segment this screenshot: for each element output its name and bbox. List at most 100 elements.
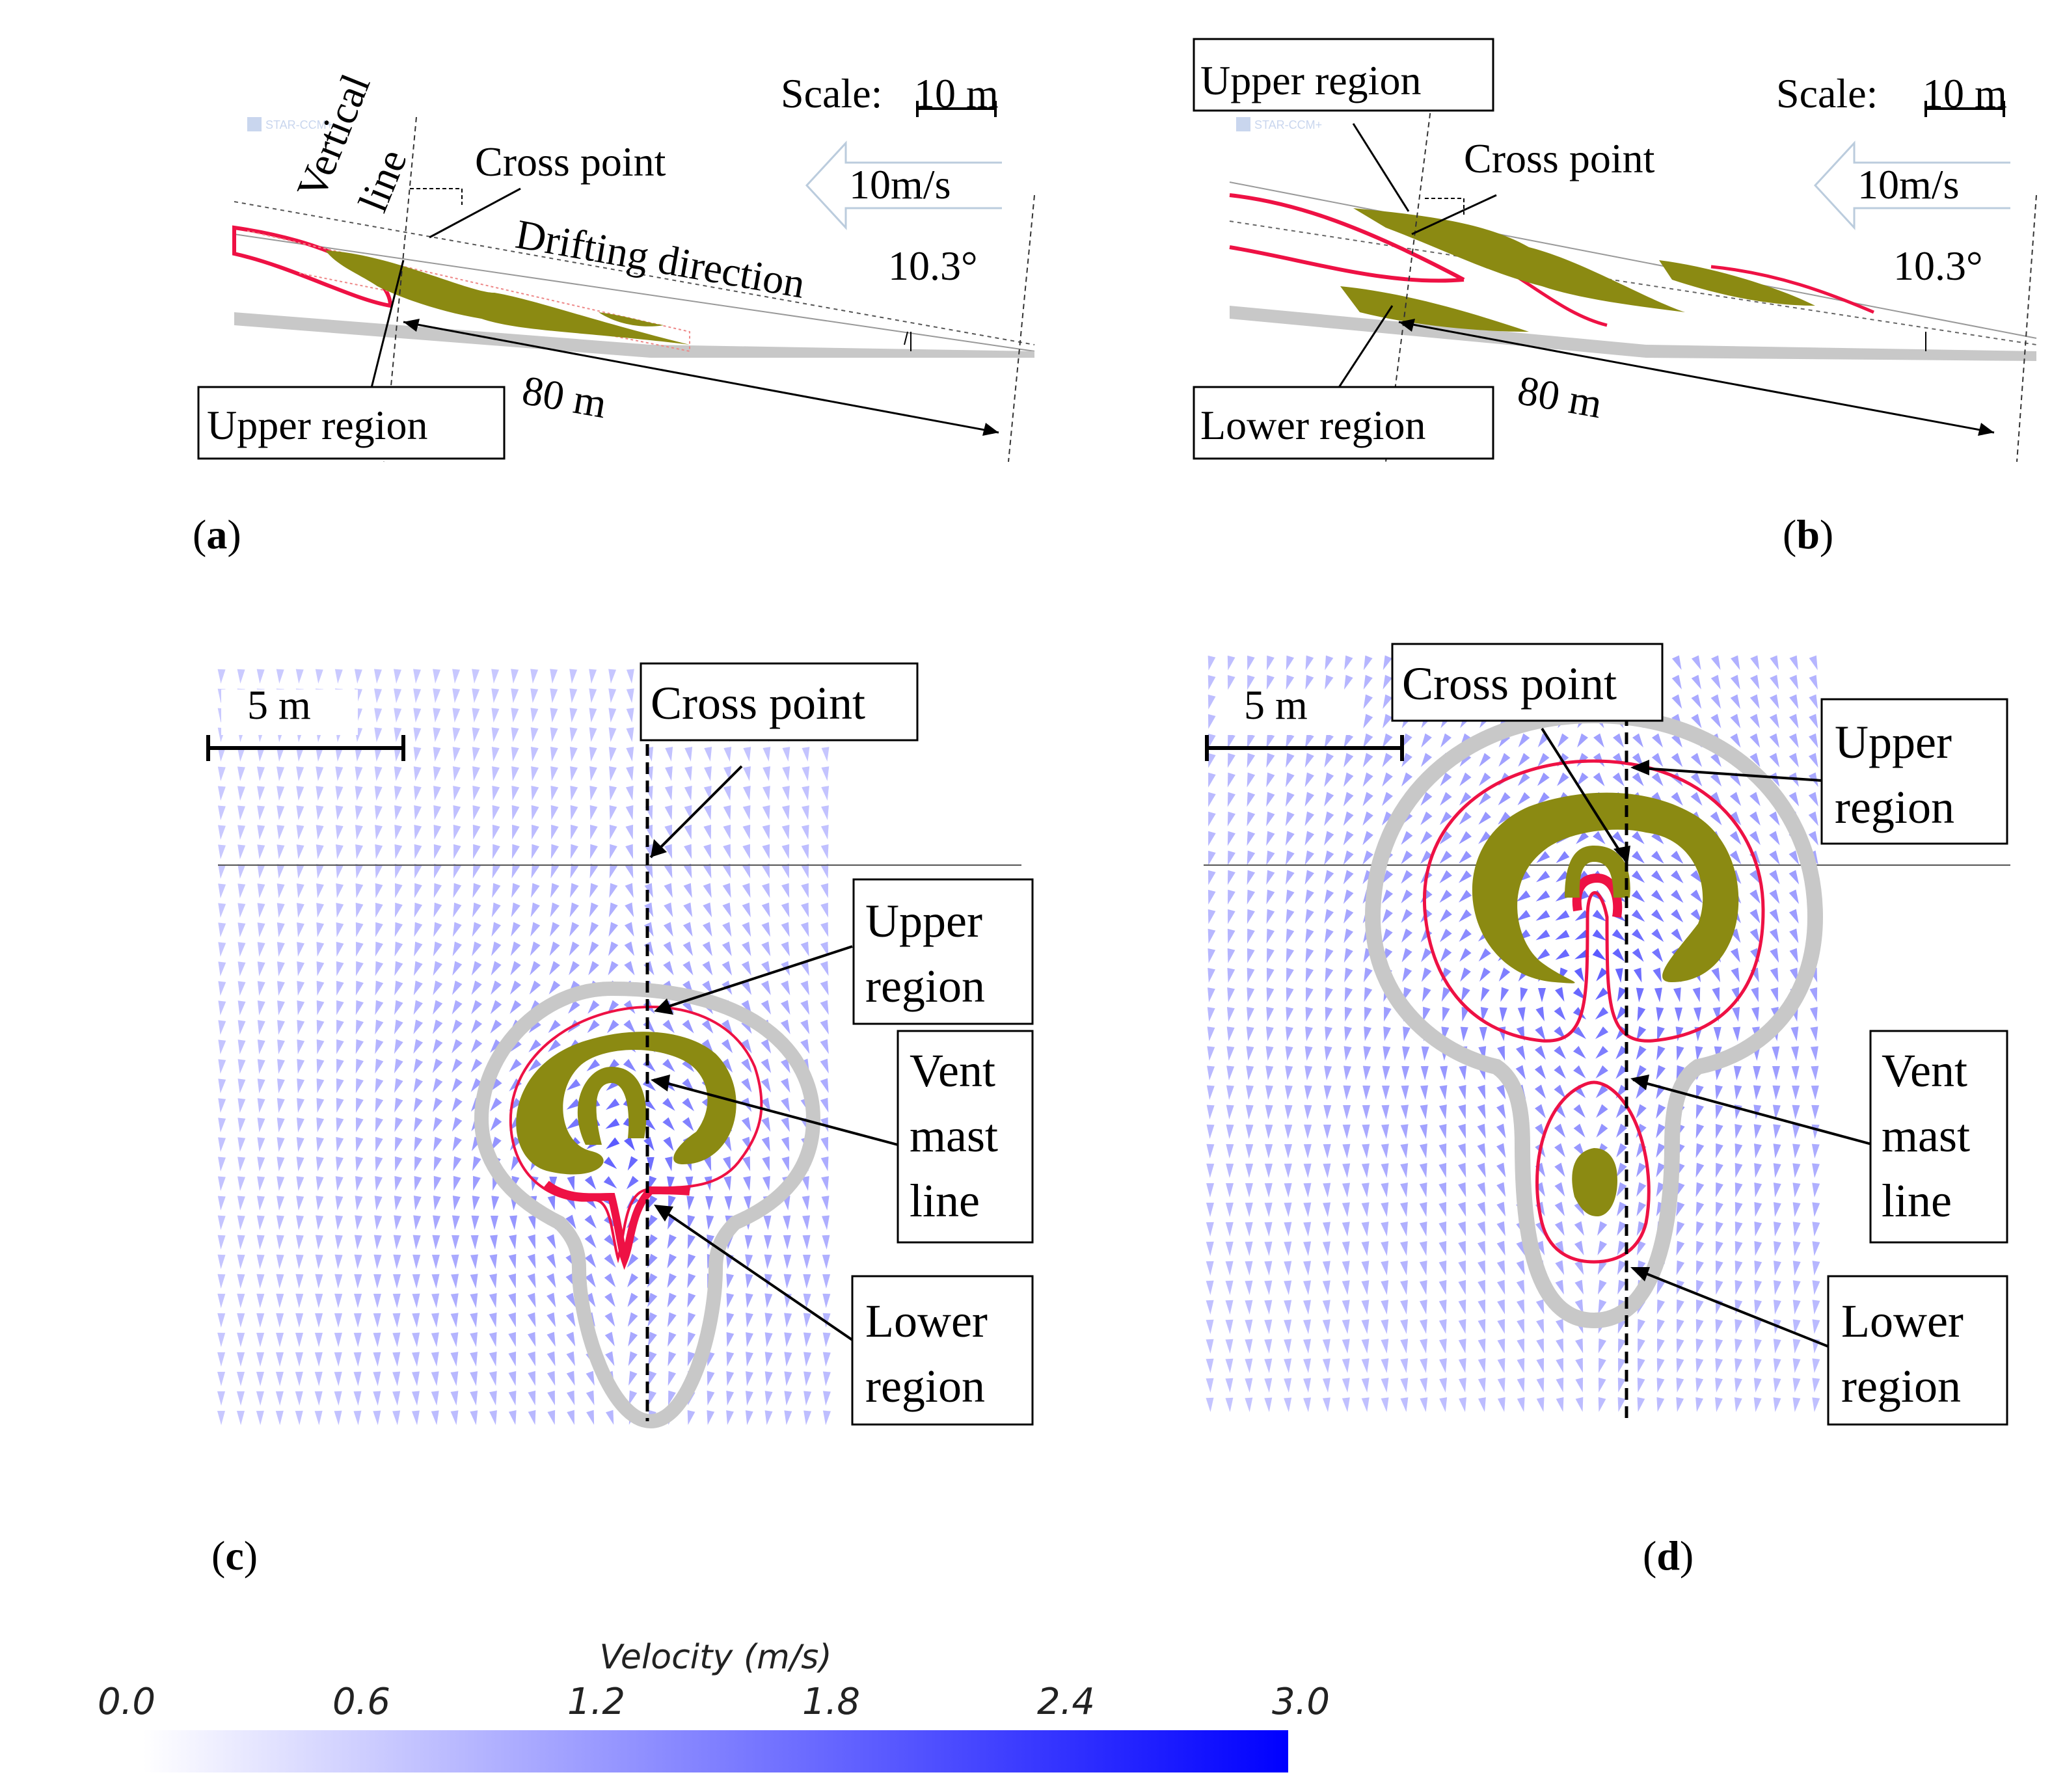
velocity-vector <box>336 922 344 937</box>
velocity-vector <box>1811 1065 1819 1080</box>
velocity-vector <box>1651 850 1664 864</box>
velocity-vector <box>781 863 789 879</box>
velocity-vector <box>1735 1260 1743 1276</box>
velocity-vector <box>1419 1300 1427 1315</box>
velocity-vector <box>1303 1183 1312 1197</box>
velocity-vector <box>550 688 558 703</box>
velocity-vector <box>1754 1202 1762 1217</box>
velocity-vector <box>783 1254 792 1269</box>
velocity-vector <box>217 1196 226 1210</box>
velocity-vector <box>1342 1358 1350 1373</box>
velocity-vector <box>1438 1162 1447 1178</box>
velocity-vector <box>452 766 461 781</box>
velocity-vector <box>1710 753 1721 768</box>
velocity-vector <box>1497 1338 1505 1354</box>
velocity-vector <box>584 1214 597 1229</box>
velocity-vector <box>1266 792 1275 807</box>
velocity-vector <box>1403 1026 1411 1041</box>
velocity-vector <box>820 1000 829 1015</box>
velocity-vector <box>1381 1261 1389 1276</box>
velocity-vector <box>1478 1338 1486 1354</box>
velocity-vector <box>1342 1378 1350 1393</box>
velocity-vector <box>257 1137 265 1152</box>
velocity-vector <box>1225 1397 1234 1412</box>
velocity-vector <box>529 980 541 995</box>
velocity-vector <box>1792 1143 1801 1158</box>
velocity-vector <box>452 688 461 703</box>
velocity-vector <box>1497 1397 1505 1412</box>
velocity-vector <box>1304 1085 1312 1100</box>
velocity-vector <box>375 1117 383 1132</box>
velocity-vector <box>800 961 809 976</box>
velocity-vector <box>237 864 246 879</box>
velocity-vector <box>1245 1319 1253 1334</box>
velocity-vector <box>394 1078 403 1093</box>
velocity-vector <box>822 1293 831 1308</box>
velocity-vector <box>296 766 304 781</box>
velocity-vector <box>1479 1026 1487 1041</box>
velocity-vector <box>394 902 403 918</box>
velocity-vector <box>1361 1222 1370 1237</box>
velocity-vector <box>1441 987 1451 1002</box>
velocity-vector <box>1478 792 1491 806</box>
velocity-vector <box>1459 1397 1466 1412</box>
velocity-vector <box>586 1371 595 1386</box>
velocity-vector <box>257 942 265 957</box>
velocity-vector <box>570 844 578 859</box>
velocity-vector <box>530 727 539 742</box>
velocity-vector <box>237 786 245 801</box>
velocity-vector <box>490 1039 502 1053</box>
velocity-vector <box>1225 1358 1234 1373</box>
velocity-vector <box>1554 1162 1565 1177</box>
panel-d-figure: 5 m Cross point Upper region Vent mast l… <box>1204 643 2010 1426</box>
velocity-vector <box>1812 1183 1820 1197</box>
velocity-vector <box>1362 831 1373 846</box>
velocity-vector <box>1361 1339 1370 1354</box>
velocity-vector <box>472 669 480 684</box>
velocity-vector <box>296 1137 304 1152</box>
velocity-vector <box>1537 753 1550 767</box>
velocity-vector <box>508 1273 517 1289</box>
velocity-vector <box>1773 1183 1781 1197</box>
velocity-vector <box>508 1292 516 1308</box>
velocity-vector <box>434 863 442 879</box>
velocity-vector <box>218 961 226 976</box>
velocity-vector <box>431 1313 439 1328</box>
velocity-vector <box>1536 1377 1545 1393</box>
velocity-vector <box>1595 1084 1608 1099</box>
velocity-vector <box>335 1176 344 1191</box>
velocity-vector <box>1676 1045 1684 1061</box>
velocity-vector <box>1770 948 1779 963</box>
velocity-vector <box>569 747 578 762</box>
velocity-vector <box>256 1293 265 1308</box>
velocity-vector <box>375 980 384 996</box>
velocity-vector <box>1381 1397 1389 1412</box>
velocity-vector <box>1695 1397 1703 1412</box>
velocity-vector <box>820 844 829 859</box>
velocity-vector <box>625 805 634 820</box>
velocity-vector <box>335 1196 344 1210</box>
upper-region-label: Upper region <box>1200 57 1421 103</box>
colorbar-gradient <box>143 1730 1288 1772</box>
velocity-vector <box>741 1078 752 1093</box>
velocity-vector <box>1792 1085 1800 1100</box>
velocity-vector <box>1690 909 1703 923</box>
velocity-vector <box>761 961 771 976</box>
velocity-vector <box>473 844 481 859</box>
velocity-vector <box>1496 1123 1506 1139</box>
velocity-vector <box>296 1215 304 1230</box>
velocity-vector <box>1555 929 1570 940</box>
velocity-vector <box>1363 1046 1371 1061</box>
velocity-vector <box>820 961 829 976</box>
velocity-vector <box>547 1371 556 1386</box>
velocity-vector <box>1343 850 1354 865</box>
velocity-vector <box>642 1059 656 1072</box>
velocity-vector <box>1420 850 1433 864</box>
velocity-vector <box>414 883 422 898</box>
velocity-vector <box>1657 1318 1665 1334</box>
velocity-vector <box>687 1253 696 1269</box>
velocity-vector <box>431 1293 440 1308</box>
velocity-vector <box>1772 1085 1781 1100</box>
velocity-vector <box>1735 1201 1743 1217</box>
cross-point-pointer <box>1541 727 1628 863</box>
